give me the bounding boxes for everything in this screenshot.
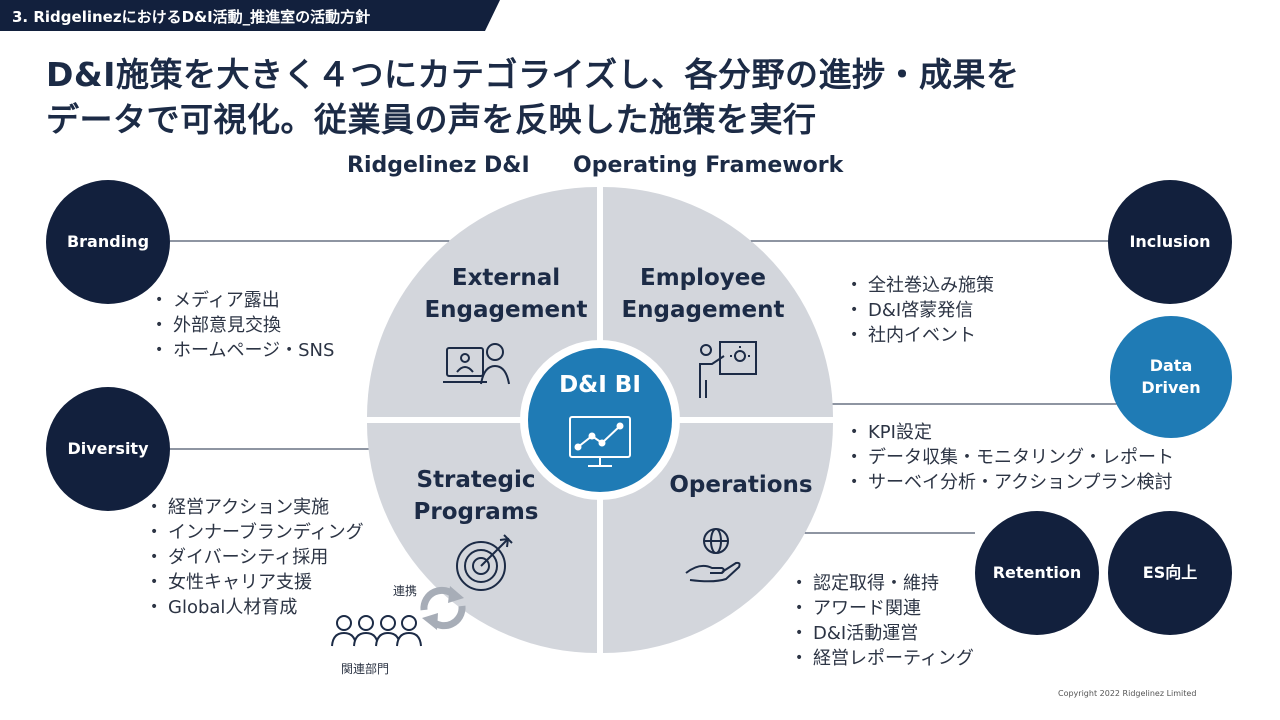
list-item: 社内イベント [850, 323, 994, 348]
bullets-retention: 認定取得・維持 アワード関連 D&I活動運営 経営レポーティング [795, 571, 974, 671]
badge-data-driven-line2: Driven [1141, 378, 1201, 397]
quadrant-external [367, 187, 597, 417]
center-label: D&I BI [559, 372, 641, 398]
bullets-branding: メディア露出 外部意見交換 ホームページ・SNS [155, 288, 334, 363]
list-item: 経営レポーティング [795, 646, 974, 671]
target-icon [456, 534, 513, 591]
badge-retention-label: Retention [992, 563, 1082, 582]
section-tab-label: 3. RidgelinezにおけるD&I活動_推進室の活動方針 [12, 8, 371, 26]
section-tab-shape [0, 0, 500, 31]
headline-line-2: データで可視化。従業員の声を反映した施策を実行 [46, 100, 817, 139]
presenter-board-icon [699, 341, 757, 398]
framework-title-right: Operating Framework [573, 153, 844, 178]
quadrant-label-employee-line2: Engagement [621, 297, 785, 323]
badge-branding: Branding [46, 180, 170, 304]
copyright: Copyright 2022 Ridgelinez Limited [1058, 689, 1197, 698]
badge-es: ES向上 [1108, 511, 1232, 635]
quadrant-label-employee: Employee Engagement [617, 262, 789, 326]
quadrant-label-strategic: Strategic Programs [400, 464, 552, 528]
globe-hand-icon [685, 528, 741, 583]
quadrant-label-external: External Engagement [420, 262, 592, 326]
badge-diversity: Diversity [46, 387, 170, 511]
badge-data-driven-line1: Data [1149, 356, 1193, 375]
badge-retention: Retention [975, 511, 1099, 635]
list-item: Global人材育成 [150, 595, 364, 620]
badge-branding-label: Branding [66, 232, 150, 251]
list-item: サーベイ分析・アクションプラン検討 [850, 470, 1174, 495]
list-item: 外部意見交換 [155, 313, 334, 338]
list-item: インナーブランディング [150, 520, 364, 545]
bullets-diversity: 経営アクション実施 インナーブランディング ダイバーシティ採用 女性キャリア支援… [150, 495, 364, 620]
quadrant-label-operations: Operations [669, 472, 813, 498]
people-group-icon [331, 615, 422, 647]
quadrant-label-strategic-line2: Programs [413, 499, 539, 525]
related-departments-label: 関連部門 [341, 662, 390, 676]
badge-diversity-label: Diversity [67, 439, 149, 458]
list-item: KPI設定 [850, 420, 1174, 445]
list-item: 認定取得・維持 [795, 571, 974, 596]
badge-es-label: ES向上 [1142, 563, 1198, 582]
quadrant-label-external-line2: Engagement [424, 297, 588, 323]
badge-inclusion: Inclusion [1108, 180, 1232, 304]
list-item: メディア露出 [155, 288, 334, 313]
center-circle [528, 348, 672, 492]
quadrant-label-external-line1: External [451, 265, 561, 291]
bullets-data-driven: KPI設定 データ収集・モニタリング・レポート サーベイ分析・アクションプラン検… [850, 420, 1174, 495]
section-tab: 3. RidgelinezにおけるD&I活動_推進室の活動方針 [0, 0, 500, 31]
video-meeting-icon [443, 343, 510, 385]
bullets-inclusion: 全社巻込み施策 D&I啓蒙発信 社内イベント [850, 273, 994, 348]
list-item: D&I啓蒙発信 [850, 298, 994, 323]
list-item: D&I活動運営 [795, 621, 974, 646]
dashboard-icon [569, 416, 631, 467]
headline: D&I施策を大きく４つにカテゴライズし、各分野の進捗・成果を データで可視化。従… [46, 52, 1246, 142]
collaboration-arrows-icon [420, 586, 466, 630]
quadrant-strategic [367, 423, 597, 653]
quadrant-employee [603, 187, 833, 417]
badge-data-driven: Data Driven [1110, 316, 1232, 438]
list-item: ホームページ・SNS [155, 338, 334, 363]
headline-line-1: D&I施策を大きく４つにカテゴライズし、各分野の進捗・成果を [46, 55, 1020, 94]
quadrant-label-strategic-line1: Strategic [416, 467, 536, 493]
list-item: 全社巻込み施策 [850, 273, 994, 298]
list-item: データ収集・モニタリング・レポート [850, 445, 1174, 470]
badge-inclusion-label: Inclusion [1129, 232, 1211, 251]
list-item: 経営アクション実施 [150, 495, 364, 520]
list-item: ダイバーシティ採用 [150, 545, 364, 570]
collaboration-label: 連携 [393, 584, 418, 598]
quadrant-label-employee-line1: Employee [639, 265, 767, 291]
framework-title-left: Ridgelinez D&I [347, 153, 530, 178]
list-item: アワード関連 [795, 596, 974, 621]
quadrant-operations [603, 423, 833, 653]
list-item: 女性キャリア支援 [150, 570, 364, 595]
